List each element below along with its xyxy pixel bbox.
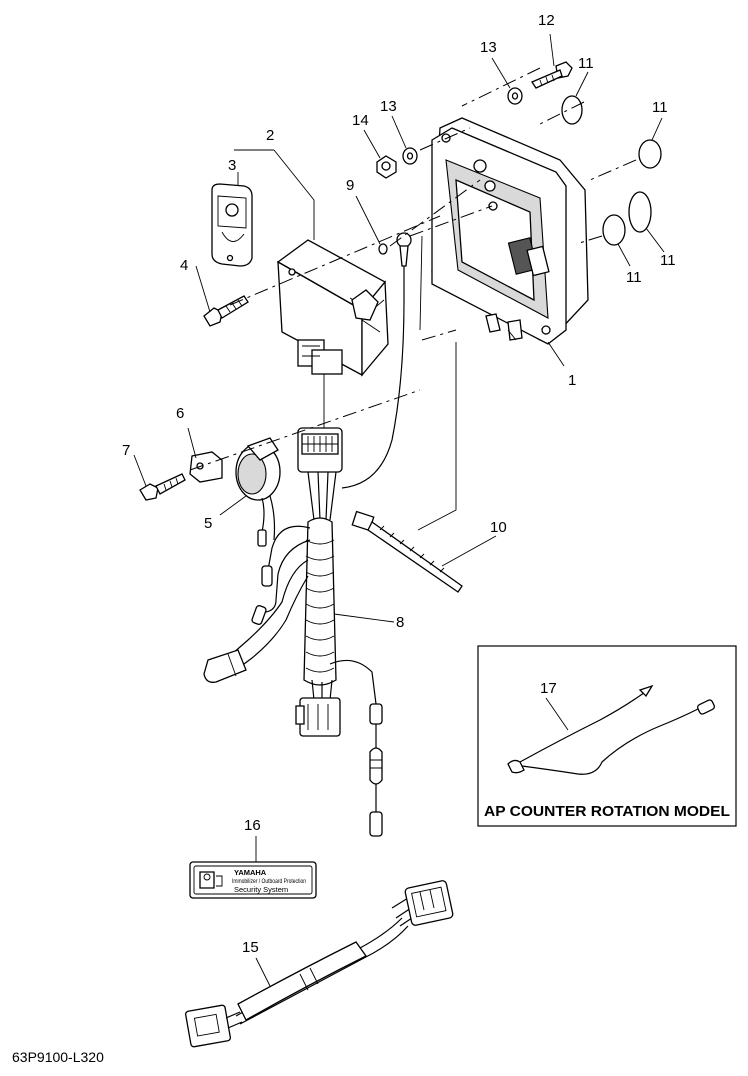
callout-10: 10 <box>490 519 507 536</box>
callout-15: 15 <box>242 939 259 956</box>
callout-5: 5 <box>204 515 212 532</box>
inset-box <box>477 645 737 827</box>
part-11-cap-d <box>602 214 626 246</box>
callout-6: 6 <box>176 405 184 422</box>
alignment-lines <box>189 67 637 531</box>
part-13-washer-a <box>402 147 418 165</box>
callout-7: 7 <box>122 442 130 459</box>
part-10-cable-tie <box>351 510 463 593</box>
part-7-screw <box>139 473 186 501</box>
callout-3: 3 <box>228 157 236 174</box>
callout-16: 16 <box>244 817 261 834</box>
callout-4: 4 <box>180 257 188 274</box>
part-11-cap-b <box>638 139 662 169</box>
part-11-cap-a <box>561 95 583 125</box>
part-14-nut <box>376 155 397 179</box>
callout-numbers: 1 2 3 4 5 6 7 8 9 10 11 11 11 11 12 13 1… <box>122 12 676 956</box>
callout-11c: 11 <box>660 252 676 269</box>
part-3-key-fob <box>211 183 253 267</box>
callout-9: 9 <box>346 177 354 194</box>
callout-1: 1 <box>568 372 576 389</box>
callout-8: 8 <box>396 614 404 631</box>
part-6-clamp <box>189 451 223 483</box>
part-1-bracket-box <box>431 117 589 345</box>
part-9-washer <box>378 243 388 255</box>
inset-title: AP COUNTER ROTATION MODEL <box>484 804 730 820</box>
part-12-screw <box>531 61 573 89</box>
decal-fine-print: Immobilizer / Outboard Protection <box>232 878 306 885</box>
callout-11d: 11 <box>626 269 642 286</box>
callout-13b: 13 <box>380 98 397 115</box>
part-11-cap-c <box>628 191 652 233</box>
callout-12: 12 <box>538 12 555 29</box>
callout-13a: 13 <box>480 39 497 56</box>
part-15-extension-harness <box>185 880 454 1048</box>
part-16-security-decal <box>189 861 317 899</box>
callout-17: 17 <box>540 680 557 697</box>
part-2-control-unit <box>276 239 389 377</box>
decal-security-system: Security System <box>234 885 288 894</box>
callout-14: 14 <box>352 112 369 129</box>
part-13-washer-b <box>507 87 523 105</box>
leader-lines <box>133 33 665 987</box>
decal-brand: YAMAHA <box>234 868 267 877</box>
drawing-code: 63P9100-L320 <box>12 1049 104 1065</box>
part-8-wire-harness <box>203 232 412 837</box>
callout-2: 2 <box>266 127 274 144</box>
callout-11a: 11 <box>578 55 594 72</box>
part-5-buzzer <box>235 437 281 547</box>
part-4-bolt <box>203 295 249 327</box>
callout-11b: 11 <box>652 99 668 116</box>
